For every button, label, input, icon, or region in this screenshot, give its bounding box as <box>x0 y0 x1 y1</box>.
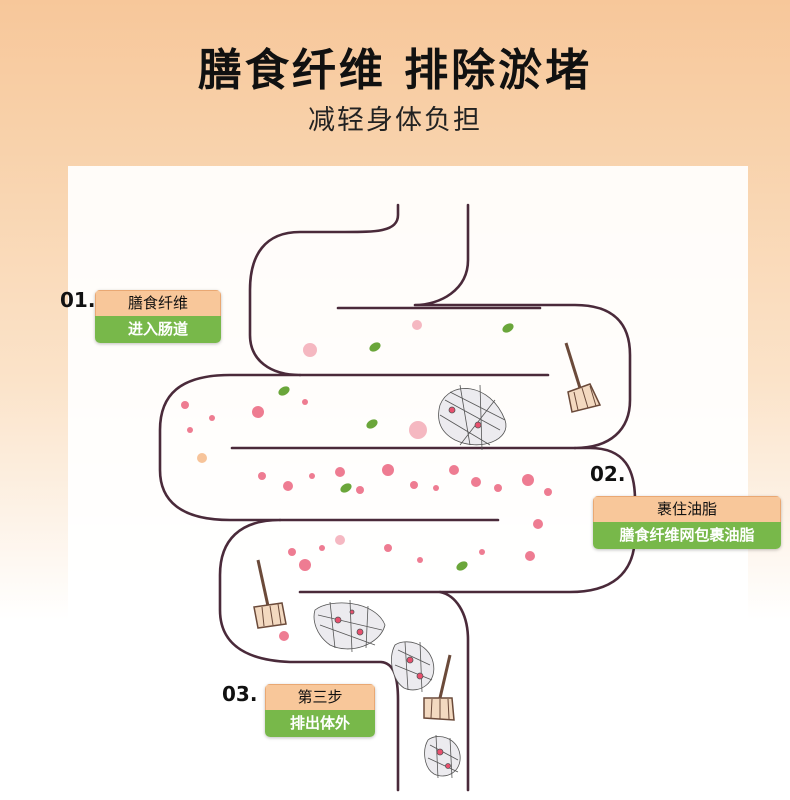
fiber-bean-icon <box>502 323 514 333</box>
fat-droplet-icon <box>384 544 392 552</box>
fat-droplet-icon <box>525 551 535 561</box>
fiber-bean-icon <box>278 386 290 396</box>
fat-droplet-icon <box>533 519 543 529</box>
fat-droplet-icon <box>335 535 345 545</box>
page-title: 膳食纤维 排除淤堵 <box>197 45 593 96</box>
fat-droplet-icon <box>283 481 293 491</box>
fat-droplet-icon <box>356 486 364 494</box>
fat-droplet-icon <box>302 399 308 405</box>
step-tag-bottom: 膳食纤维网包裹油脂 <box>593 522 781 549</box>
step-number-03: 03. <box>222 682 258 706</box>
step-tag-01: 膳食纤维 进入肠道 <box>95 290 221 343</box>
fat-droplet-icon <box>479 549 485 555</box>
fat-droplet-icon <box>449 465 459 475</box>
step-number-01: 01. <box>60 288 96 312</box>
fiber-bean-icon <box>369 342 381 352</box>
fat-droplet-icon <box>187 427 193 433</box>
fat-droplet-icon <box>410 481 418 489</box>
broom-icon <box>423 654 455 721</box>
step-tag-bottom: 排出体外 <box>265 710 375 737</box>
fiber-net-icon <box>424 734 461 779</box>
page-subtitle: 减轻身体负担 <box>308 105 482 136</box>
fiber-net-icon <box>391 641 435 693</box>
step-tag-03: 第三步 排出体外 <box>265 684 375 737</box>
fat-droplet-icon <box>319 545 325 551</box>
fiber-bean-icon <box>456 561 468 571</box>
fiber-net-icon <box>313 599 386 653</box>
fiber-net-icon <box>438 384 507 451</box>
fat-droplet-icon <box>309 473 315 479</box>
fat-droplet-icon <box>303 343 317 357</box>
fiber-bean-icon <box>366 419 378 429</box>
fat-droplet-icon <box>299 559 311 571</box>
fiber-bean-icon <box>340 483 352 493</box>
fat-droplet-icon <box>252 406 264 418</box>
broom-icon <box>564 342 602 413</box>
step-tag-top: 第三步 <box>265 684 375 710</box>
step-tag-top: 裹住油脂 <box>593 496 781 522</box>
fat-droplet-icon <box>417 557 423 563</box>
fat-droplet-icon <box>412 320 422 330</box>
step-tag-top: 膳食纤维 <box>95 290 221 316</box>
fat-droplet-icon <box>197 453 207 463</box>
fat-droplet-icon <box>382 464 394 476</box>
fat-droplet-icon <box>409 421 427 439</box>
broom-icon <box>253 559 287 629</box>
fat-droplet-icon <box>494 484 502 492</box>
fat-droplet-icon <box>181 401 189 409</box>
fat-droplet-icon <box>544 488 552 496</box>
step-tag-02: 裹住油脂 膳食纤维网包裹油脂 <box>593 496 781 549</box>
intestine-icon <box>158 203 637 792</box>
fat-droplet-icon <box>471 477 481 487</box>
fat-droplet-icon <box>433 485 439 491</box>
fat-droplet-icon <box>279 631 289 641</box>
fat-droplet-icon <box>209 415 215 421</box>
fat-droplet-icon <box>258 472 266 480</box>
fat-droplet-icon <box>335 467 345 477</box>
fat-droplets <box>181 320 552 641</box>
step-number-02: 02. <box>590 462 626 486</box>
step-tag-bottom: 进入肠道 <box>95 316 221 343</box>
fat-droplet-icon <box>522 474 534 486</box>
fiber-beans <box>278 323 514 571</box>
fiber-nets <box>313 384 507 779</box>
brooms <box>253 342 602 721</box>
fat-droplet-icon <box>288 548 296 556</box>
